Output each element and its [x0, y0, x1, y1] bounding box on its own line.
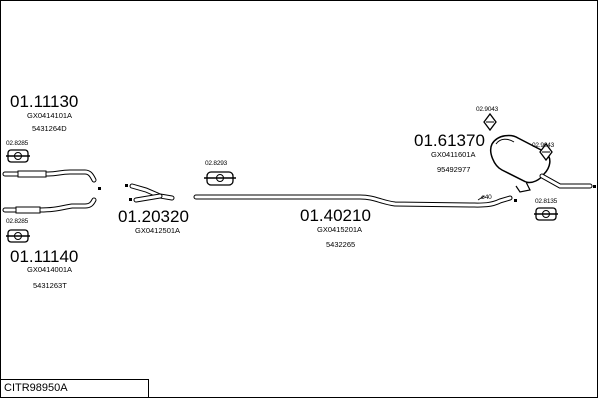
front-pipe-lower[interactable]	[2, 197, 97, 214]
front-upper-oem1: GX0414101A	[27, 111, 72, 120]
rear-silencer-oem1: GX0411601A	[431, 150, 475, 159]
clamp-front-upper-code: 02.8285	[6, 140, 29, 147]
middle-pipe-diameter: ø40	[481, 194, 492, 201]
clamp-rear-icon[interactable]	[534, 207, 558, 221]
rubber-2-code: 02.9043	[532, 142, 555, 149]
rubber-1-code: 02.9043	[476, 106, 499, 113]
diagram-title: CITR98950A	[1, 379, 149, 397]
y-pipe-oem1: GX0412501A	[135, 226, 180, 235]
clamp-front-lower-icon[interactable]	[6, 229, 30, 243]
front-lower-oem1: GX0414001A	[27, 265, 72, 274]
rear-silencer-code: 01.61370	[414, 131, 485, 150]
rubber-mount-2-icon[interactable]	[539, 142, 553, 162]
rubber-mount-1-icon[interactable]	[483, 112, 497, 132]
front-upper-oem2: 5431264D	[32, 124, 67, 133]
middle-pipe-oem2: 5432265	[326, 240, 355, 249]
clamp-rear-code: 02.8135	[535, 198, 558, 205]
front-upper-code: 01.11130	[10, 92, 78, 111]
rear-silencer[interactable]	[490, 134, 596, 193]
middle-pipe-code: 01.40210	[300, 206, 371, 225]
clamp-front-lower-code: 02.8285	[6, 218, 29, 225]
clamp-y-icon[interactable]	[204, 171, 236, 186]
front-pipe-upper[interactable]	[2, 169, 101, 190]
front-lower-oem2: 5431263T	[33, 281, 67, 290]
middle-pipe-oem1: GX0415201A	[317, 225, 362, 234]
y-pipe-code: 01.20320	[118, 207, 189, 226]
clamp-front-upper-icon[interactable]	[6, 149, 30, 163]
clamp-y-code: 02.8293	[205, 160, 228, 167]
front-lower-code: 01.11140	[10, 247, 78, 266]
y-pipe[interactable]	[125, 183, 175, 203]
rear-silencer-oem2: 95492977	[437, 165, 470, 174]
middle-pipe[interactable]	[193, 194, 517, 208]
